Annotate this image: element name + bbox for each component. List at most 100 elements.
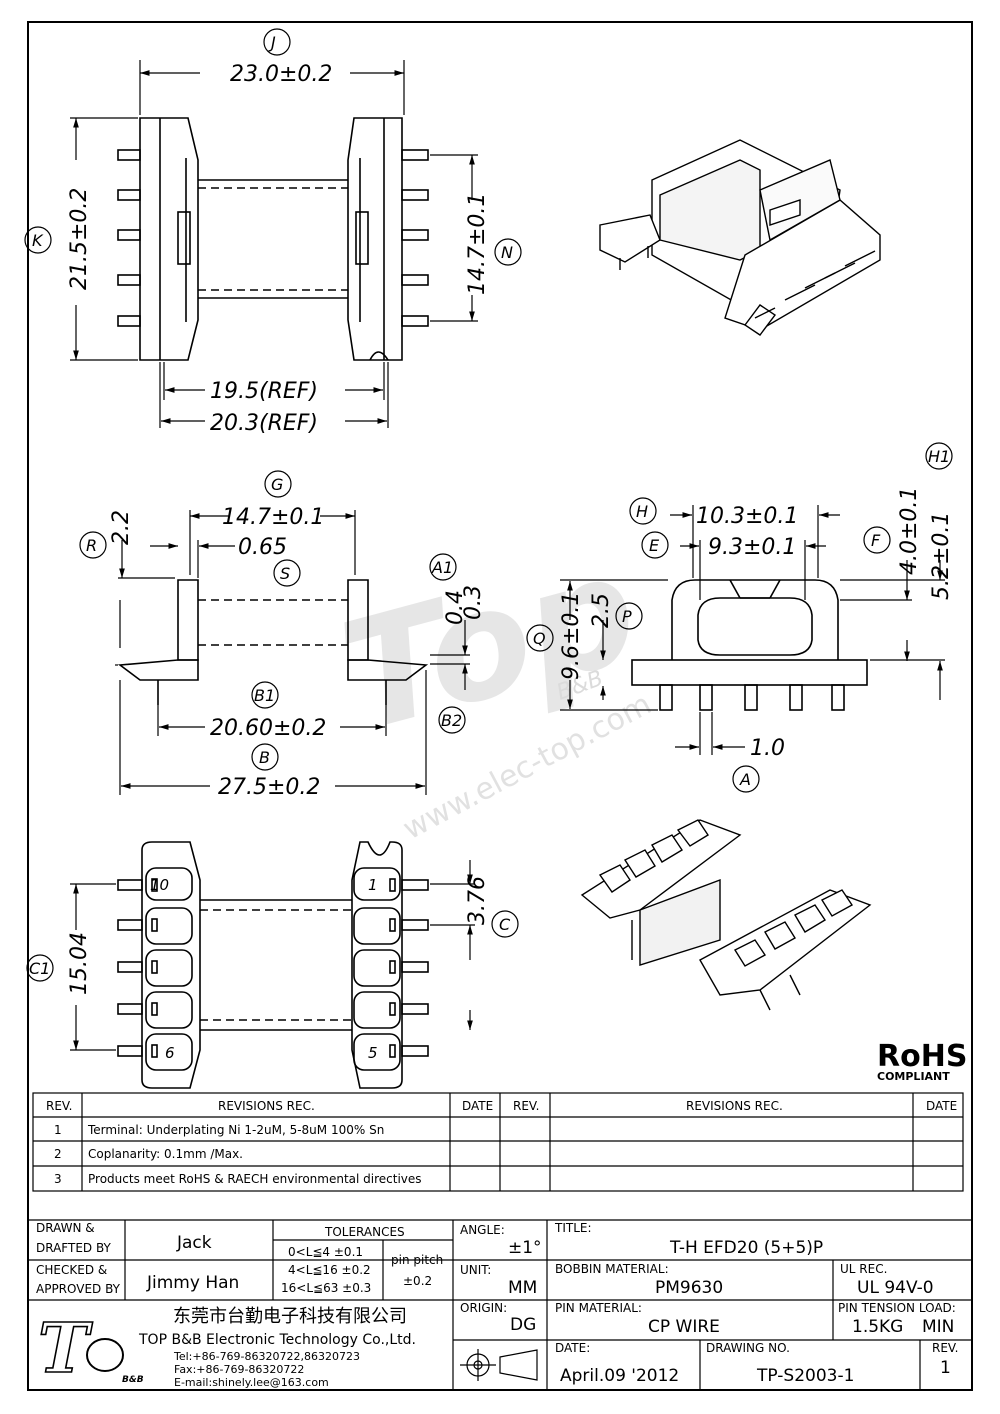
pin-6: 6 (165, 1044, 175, 1062)
label-q: Q (533, 629, 546, 648)
projection-symbol-icon (460, 1349, 538, 1381)
rev-header-rec2: REVISIONS REC. (686, 1099, 783, 1113)
bottom-view (117, 841, 429, 1089)
label-h1: H1 (928, 447, 950, 466)
date-value: April.09 '2012 (560, 1366, 679, 1386)
dim-c: 3.76 (465, 876, 490, 925)
company-email: E-mail:shinely.lee@163.com (174, 1376, 329, 1389)
drawn-label-1: DRAWN & (36, 1221, 95, 1235)
rev-header-rev: REV. (46, 1099, 72, 1113)
side-view (117, 579, 429, 705)
dim-c1: 15.04 (67, 932, 92, 995)
pin-pitch-value: ±0.2 (403, 1274, 432, 1288)
drawing-no-label: DRAWING NO. (706, 1341, 790, 1355)
title-value: T-H EFD20 (5+5)P (669, 1238, 823, 1258)
drawn-label-2: DRAFTED BY (36, 1241, 112, 1255)
angle-value: ±1° (508, 1238, 542, 1258)
rev-row-2-text: Coplanarity: 0.1mm /Max. (88, 1147, 243, 1161)
label-j: J (268, 33, 276, 52)
unit-value: MM (508, 1278, 537, 1298)
checked-by: Jimmy Han (146, 1273, 239, 1293)
iso-view-1 (599, 139, 881, 336)
dim-a1a: 0.4 (443, 590, 468, 625)
angle-label: ANGLE: (460, 1223, 505, 1237)
iso-view-2 (580, 819, 872, 1011)
pin-tension-min: MIN (922, 1317, 954, 1337)
bottom-view-dims (26, 860, 519, 1051)
rohs-badge: RoHS COMPLIANT (877, 1039, 967, 1083)
dim-a: 1.0 (750, 736, 785, 761)
label-f: F (871, 531, 881, 550)
company-en-name: TOP B&B Electronic Technology Co.,Ltd. (138, 1332, 416, 1348)
top-view-dims (24, 28, 522, 428)
front-view-dims (526, 442, 953, 793)
dim-ref1: 19.5(REF) (210, 379, 318, 404)
pin-5: 5 (368, 1044, 378, 1062)
dim-a1b: 0.3 (461, 585, 486, 620)
rev-row-1-text: Terminal: Underplating Ni 1-2uM, 5-8uM 1… (87, 1123, 384, 1137)
company-tel: Tel:+86-769-86320722,86320723 (173, 1350, 360, 1363)
rev-header-date2: DATE (926, 1099, 957, 1113)
pin-tension-value: 1.5KG (852, 1317, 903, 1337)
rev-value: 1 (940, 1358, 951, 1378)
rev-header-rec: REVISIONS REC. (218, 1099, 315, 1113)
dim-p: 2.5 (589, 593, 614, 628)
checked-label-1: CHECKED & (36, 1263, 107, 1277)
revisions-table (32, 1092, 964, 1192)
dim-e: 9.3±0.1 (708, 535, 796, 560)
date-label: DATE: (555, 1341, 590, 1355)
dim-b1: 20.60±0.2 (210, 716, 326, 741)
label-b: B (259, 748, 270, 767)
side-view-dims (79, 470, 470, 795)
rev-header-date: DATE (462, 1099, 493, 1113)
pin-material-value: CP WIRE (648, 1317, 720, 1337)
label-s: S (280, 564, 290, 583)
rev-row-3-num: 3 (54, 1172, 62, 1186)
front-view (631, 579, 868, 711)
tol-2: 4<L≦16 ±0.2 (288, 1263, 371, 1277)
rev-label: REV. (932, 1341, 958, 1355)
dim-f: 4.0±0.1 (897, 487, 922, 575)
bobbin-value: PM9630 (655, 1278, 723, 1298)
label-b2: B2 (441, 711, 462, 730)
pin-tension-label: PIN TENSION LOAD: (838, 1301, 956, 1315)
rev-row-1-num: 1 (54, 1123, 62, 1137)
pin-10: 10 (150, 876, 169, 894)
rohs-title: RoHS (877, 1039, 967, 1074)
company-fax: Fax:+86-769-86320722 (174, 1363, 304, 1376)
pin-1: 1 (368, 876, 378, 894)
rev-row-3-text: Products meet RoHS & RAECH environmental… (88, 1172, 422, 1186)
tol-1: 0<L≦4 ±0.1 (288, 1245, 363, 1259)
rohs-sub: COMPLIANT (877, 1070, 950, 1083)
rev-header-rev2: REV. (513, 1099, 539, 1113)
ul-value: UL 94V-0 (857, 1278, 934, 1298)
label-b1: B1 (254, 686, 275, 705)
dim-s: 0.65 (238, 535, 287, 560)
sheet-border (27, 21, 973, 1391)
label-k: K (32, 231, 44, 250)
label-c1: C1 (29, 959, 50, 978)
watermark: Top B&B www.elec-top.com (326, 522, 657, 847)
dim-k: 21.5±0.2 (67, 188, 92, 290)
label-e: E (649, 536, 660, 555)
origin-value: DG (510, 1315, 536, 1335)
ul-label: UL REC. (840, 1262, 887, 1276)
dim-j: 23.0±0.2 (230, 62, 332, 87)
label-n: N (501, 243, 513, 262)
pin-material-label: PIN MATERIAL: (555, 1301, 642, 1315)
title-block-grid (28, 1219, 972, 1390)
drawing-no-value: TP-S2003-1 (756, 1366, 854, 1386)
origin-label: ORIGIN: (460, 1301, 507, 1315)
label-c: C (499, 915, 511, 934)
unit-label: UNIT: (460, 1263, 491, 1277)
dim-q: 9.6±0.1 (559, 592, 584, 680)
dim-h: 10.3±0.1 (696, 504, 798, 529)
label-a1: A1 (431, 558, 453, 577)
checked-label-2: APPROVED BY (36, 1282, 121, 1296)
label-h: H (636, 502, 648, 521)
dim-b: 27.5±0.2 (218, 775, 320, 800)
label-p: P (622, 607, 632, 626)
label-a: A (739, 770, 751, 789)
company-logo: T B&B (37, 1308, 144, 1390)
